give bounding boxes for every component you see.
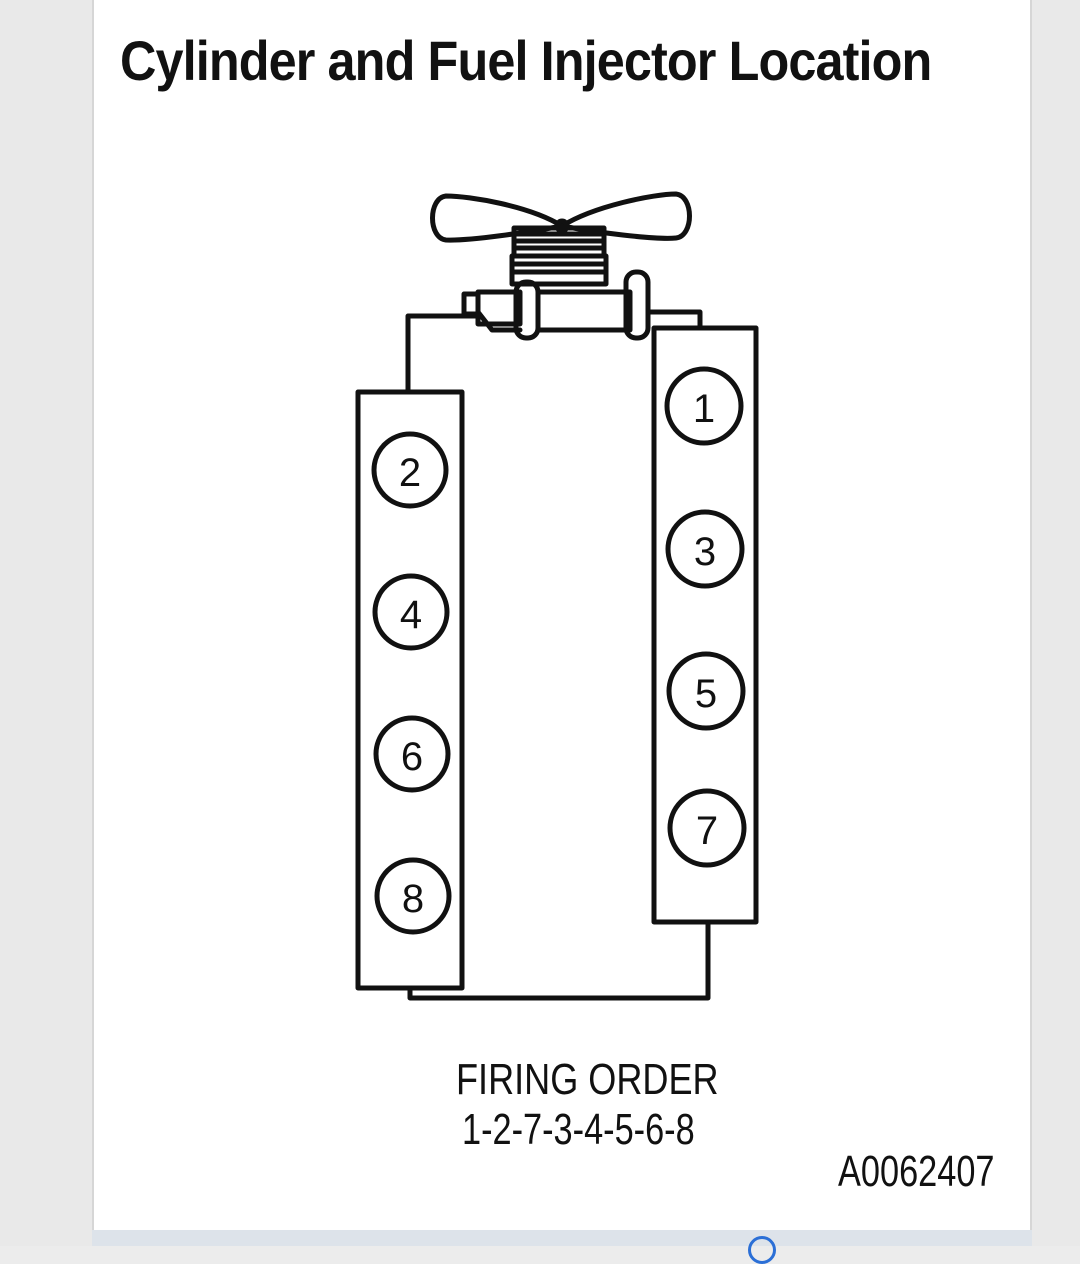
cylinder-8: 8 — [374, 857, 452, 935]
right-bank-block — [651, 325, 759, 925]
scroll-up-icon[interactable] — [748, 1236, 776, 1264]
wire-line-left — [405, 313, 481, 395]
cylinder-label: 5 — [695, 672, 717, 716]
cylinder-7: 7 — [667, 788, 747, 868]
image-card — [92, 0, 1032, 1230]
page-title: Cylinder and Fuel Injector Location — [120, 29, 932, 92]
firing-order-label: FIRING ORDER — [456, 1055, 719, 1104]
cylinder-2: 2 — [371, 431, 449, 509]
wire-line-bottom — [407, 919, 711, 1001]
cylinder-label: 8 — [402, 877, 424, 921]
left-bank-cylinders: 2 4 6 8 — [371, 431, 452, 935]
cylinder-label: 3 — [694, 530, 716, 574]
cylinder-3: 3 — [665, 509, 745, 589]
cylinder-1: 1 — [664, 366, 744, 446]
firing-order-sequence: 1-2-7-3-4-5-6-8 — [462, 1105, 695, 1154]
right-bank-cylinders: 1 3 5 7 — [664, 366, 747, 868]
cylinder-5: 5 — [666, 651, 746, 731]
cylinder-6: 6 — [373, 715, 451, 793]
cylinder-label: 6 — [401, 735, 423, 779]
figure-id: A0062407 — [838, 1147, 995, 1196]
bottom-toolbar — [92, 1230, 1032, 1246]
fuel-rail-icon — [461, 269, 703, 341]
cylinder-label: 2 — [399, 451, 421, 495]
cylinder-label: 4 — [400, 593, 422, 637]
cylinder-label: 1 — [693, 387, 715, 431]
cylinder-label: 7 — [696, 809, 718, 853]
cylinder-4: 4 — [372, 573, 450, 651]
pulley-icon — [509, 225, 609, 287]
